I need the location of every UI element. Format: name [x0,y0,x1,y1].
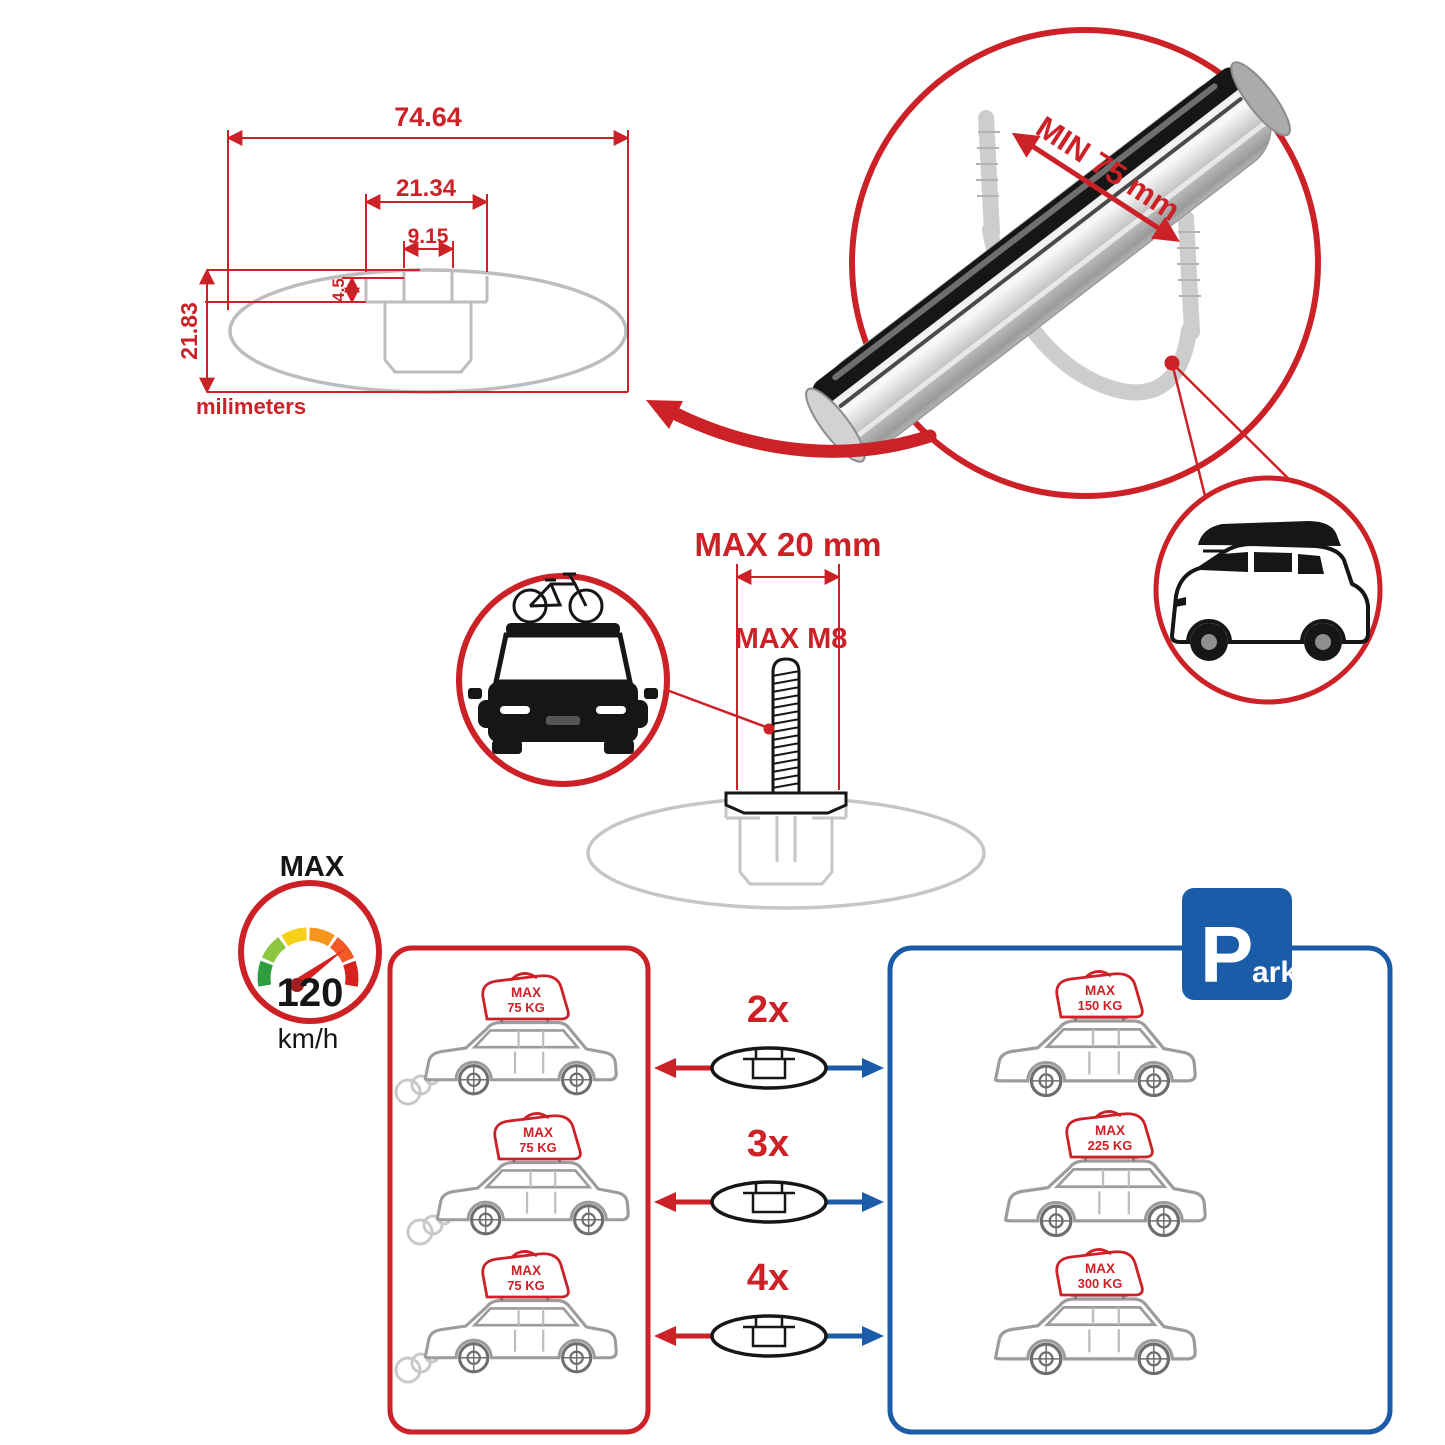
cross-section-diagram: 74.64 21.34 9.15 4.5 21.83 milimeters [176,102,630,419]
bolt-max-thread-label: MAX M8 [735,623,848,655]
dim-total-width-label: 74.64 [394,102,462,132]
crossbar-profile-ellipse [228,268,628,394]
park-sign-rest: ark [1252,956,1297,989]
bolt-profile-slot [724,799,848,886]
crossbar-photo: MIN 75 mm [805,27,1323,513]
bike-callout-line [663,687,767,729]
dim-ext-total-height [207,269,628,393]
cargo-bag: MAX 150 KG [1055,970,1144,1019]
dim-ext-bolt [736,564,840,790]
parked-load-panel: MAX 150 KG MAX 225 KG MAX 300 KG P ark [887,888,1393,1435]
t-nut-plate [724,791,848,815]
svg-text:75 KG: 75 KG [519,1140,557,1155]
svg-text:75 KG: 75 KG [507,1000,545,1015]
dim-channel-width-label: 21.34 [396,175,457,202]
speed-max-label: MAX [280,851,345,883]
unit-label: milimeters [196,394,306,419]
photo-circle-outline [849,27,1321,499]
bike-on-car-icon [456,572,670,787]
right-arrowhead [862,1192,884,1212]
svg-text:MAX: MAX [1085,983,1115,998]
dim-slot-width-label: 9.15 [408,225,449,248]
bolt-threads [771,670,801,789]
left-arrowhead [654,1192,676,1212]
bolt-callout-dot [763,723,775,735]
left-arrowhead [654,1326,676,1346]
park-sign: P ark [1182,888,1297,1000]
multiplier-label: 4x [747,1257,789,1299]
svg-text:75 KG: 75 KG [507,1278,545,1293]
svg-text:MAX: MAX [511,1263,541,1278]
speed-unit: km/h [278,1023,339,1054]
multiplier-label: 2x [747,989,789,1031]
right-arrowhead [862,1326,884,1346]
pointer-arrow [646,400,937,458]
bolt-diagram: MAX 20 mm MAX M8 [456,526,986,910]
park-sign-letter: P [1200,910,1253,999]
crossbar-section-icon [710,1314,828,1358]
cargo-bag: MAX 225 KG [1065,1110,1154,1159]
multiplier-label: 3x [747,1123,789,1165]
svg-text:MAX: MAX [1085,1261,1115,1276]
svg-text:300 KG: 300 KG [1078,1276,1123,1291]
svg-text:MAX: MAX [523,1125,553,1140]
right-arrowhead [862,1058,884,1078]
driving-load-panel: MAX 75 KG MAX 75 KG MAX 75 KG [387,945,651,1435]
svg-text:150 KG: 150 KG [1078,998,1123,1013]
speed-value: 120 [277,971,344,1015]
svg-text:225 KG: 225 KG [1088,1138,1133,1153]
roofbox-car-inset [1153,475,1383,705]
dim-ext-total-width [227,130,629,392]
cargo-bag: MAX 300 KG [1055,1248,1144,1297]
gauge-arc [257,927,359,987]
dim-total-height-label: 21.83 [176,302,202,360]
bolt-max-length-label: MAX 20 mm [694,526,881,563]
crossbar-section-icon [710,1180,828,1224]
gauge-circle [238,880,382,1024]
dim-slot-depth-label: 4.5 [329,278,348,302]
left-arrowhead [654,1058,676,1078]
cargo-bag: MAX 75 KG [481,1250,570,1299]
crossbar-count-rows: 2x 3x 4x [654,989,884,1358]
gauge-hub [290,978,304,992]
suv-with-roofbox-icon [1169,521,1370,661]
svg-text:MAX: MAX [511,985,541,1000]
gauge-needle [294,948,346,990]
speed-limit-gauge: MAX 120 km/h [238,851,382,1054]
crossbar-profile-slot [364,271,489,374]
svg-text:MAX: MAX [1095,1123,1125,1138]
cargo-bag: MAX 75 KG [481,972,570,1021]
cargo-bag: MAX 75 KG [493,1112,582,1161]
crossbar-section-icon [710,1046,828,1090]
